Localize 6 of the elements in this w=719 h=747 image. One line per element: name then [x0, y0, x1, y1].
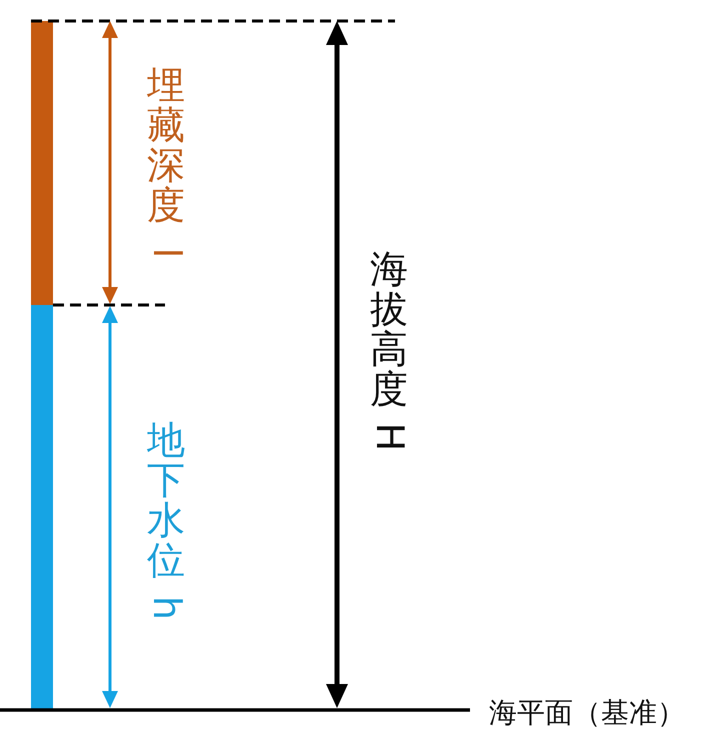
upper-column-segment [31, 21, 53, 305]
lower-column-segment [31, 305, 53, 710]
datum-label: 海平面（基准） [489, 695, 685, 731]
burial-depth-label: 埋藏深度 l [147, 66, 185, 260]
elevation-label: 海拔高度 H [370, 250, 408, 454]
water-table-label: 地下水位 h [147, 421, 185, 622]
